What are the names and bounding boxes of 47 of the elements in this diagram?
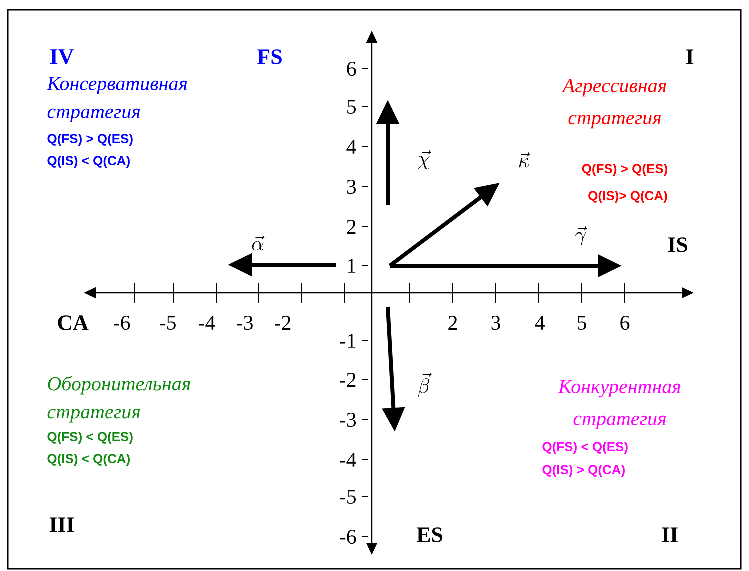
condition-text: Q(IS) < Q(CA) — [48, 454, 130, 466]
vector-label: $\vec{\alpha}$ — [252, 236, 265, 251]
condition-text: Q(IS)> Q(CA) — [588, 190, 668, 204]
tick-label: -3 — [237, 316, 253, 330]
tick-label: -4 — [340, 453, 356, 467]
tick-label: -2 — [275, 316, 291, 330]
condition-text: Q(IS) > Q(CA) — [542, 464, 625, 478]
condition-text: Q(FS) > Q(ES) — [48, 134, 133, 146]
tick-label: -4 — [199, 316, 216, 330]
tick-label: 3 — [492, 316, 500, 330]
tick-label: -2 — [340, 373, 356, 387]
tick-label: 1 — [348, 259, 356, 273]
tick-label: -3 — [340, 412, 356, 428]
vector-label: $\vec{\beta}$ — [418, 372, 432, 398]
tick-label: 6 — [620, 316, 630, 330]
axis-label: ES — [416, 528, 443, 542]
strategy-label: Консервативная стратегия — [46, 77, 188, 123]
axis-label: IV — [50, 50, 74, 64]
tick-label: 4 — [535, 316, 545, 330]
tick-label: 4 — [346, 140, 356, 154]
condition-text: Q(FS) < Q(ES) — [48, 432, 133, 444]
strategy-label: Конкурентная стратегия — [558, 380, 681, 430]
vector-label: $\vec{\kappa}$ — [519, 152, 530, 168]
tick-label: 6 — [347, 62, 356, 76]
axis-label: III — [50, 518, 74, 532]
tick-label: -5 — [340, 490, 356, 504]
tick-label: 2 — [448, 316, 458, 330]
axis-label: I — [686, 50, 694, 64]
tick-label: 3 — [347, 180, 356, 194]
tick-label: -6 — [340, 530, 356, 544]
tick-label: -5 — [160, 316, 176, 330]
condition-text: Q(FS) < Q(ES) — [542, 442, 628, 454]
axis-label: FS — [258, 50, 282, 64]
condition-text: Q(IS) < Q(CA) — [48, 156, 130, 168]
tick-label: -1 — [340, 334, 356, 348]
tick-label: 2 — [347, 220, 356, 234]
strategy-label: Агрессивная стратегия — [562, 79, 666, 129]
tick-label: 5 — [578, 316, 586, 330]
vector-label: $\vec{\gamma}$ — [576, 226, 588, 246]
vector-label: $\vec{\chi}$ — [418, 150, 432, 170]
axis-label: IS — [668, 238, 688, 252]
tick-label: -6 — [114, 316, 130, 330]
condition-text: Q(FS) > Q(ES) — [582, 164, 668, 176]
axis-label: II — [662, 528, 678, 542]
strategy-label: Оборонительная стратегия — [48, 376, 190, 423]
tick-label: 5 — [348, 100, 356, 114]
axis-label: CA — [58, 316, 89, 330]
